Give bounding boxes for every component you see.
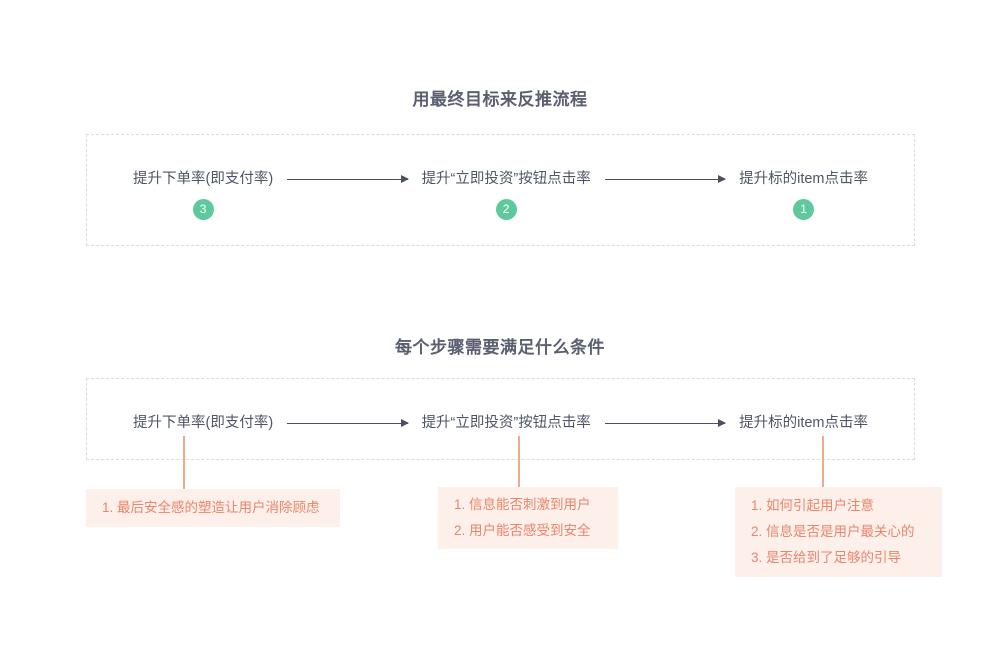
- note-line: 2. 信息是否是用户最关心的: [751, 524, 915, 539]
- flow-node-label: 提升标的item点击率: [739, 171, 869, 187]
- drop-line-1: [183, 436, 185, 490]
- flow-node-label: 提升“立即投资”按钮点击率: [421, 415, 591, 431]
- drop-line-3: [822, 436, 824, 490]
- arrow-line: [604, 422, 726, 424]
- section-title-2: 每个步骤需要满足什么条件: [395, 338, 605, 357]
- drop-line-2: [518, 436, 520, 490]
- flow-node-label: 提升下单率(即支付率): [133, 171, 274, 187]
- flow-node-label: 提升下单率(即支付率): [133, 415, 274, 431]
- condition-note-3: 1. 如何引起用户注意 2. 信息是否是用户最关心的 3. 是否给到了足够的引导: [735, 487, 942, 577]
- step-badge: 1: [793, 199, 815, 220]
- condition-note-2: 1. 信息能否刺激到用户 2. 用户能否感受到安全: [438, 487, 618, 549]
- flow-row-1: 提升下单率(即支付率) 3 提升“立即投资”按钮点击率 2 提升标的item点击…: [87, 169, 914, 220]
- flow-container-2: 提升下单率(即支付率) 提升“立即投资”按钮点击率 提升标的item点击率: [86, 378, 915, 460]
- step-badge: 2: [495, 199, 517, 220]
- note-line: 1. 如何引起用户注意: [751, 498, 875, 513]
- flow-node-2-3[interactable]: 提升标的item点击率: [739, 413, 868, 433]
- flow-node-2-2[interactable]: 提升“立即投资”按钮点击率: [422, 413, 591, 433]
- arrow-connector-1-1: [287, 169, 409, 189]
- section-title-1: 用最终目标来反推流程: [412, 90, 588, 109]
- note-line: 2. 用户能否感受到安全: [454, 523, 591, 538]
- note-line: 3. 是否给到了足够的引导: [751, 550, 902, 565]
- step-badge: 3: [192, 199, 214, 220]
- arrow-line: [287, 178, 408, 180]
- flow-node-2-1[interactable]: 提升下单率(即支付率): [133, 413, 273, 433]
- flow-container-1: 提升下单率(即支付率) 3 提升“立即投资”按钮点击率 2 提升标的item点击…: [86, 134, 915, 246]
- arrow-connector-2-2: [604, 413, 727, 433]
- flow-node-1-1[interactable]: 提升下单率(即支付率) 3: [133, 169, 273, 220]
- note-line: 1. 信息能否刺激到用户: [454, 497, 591, 512]
- flow-node-1-2[interactable]: 提升“立即投资”按钮点击率 2: [422, 169, 591, 220]
- flow-node-label: 提升“立即投资”按钮点击率: [421, 171, 591, 187]
- arrow-head-icon: [400, 419, 409, 427]
- condition-note-1: 1. 最后安全感的塑造让用户消除顾虑: [86, 489, 340, 527]
- flow-row-2: 提升下单率(即支付率) 提升“立即投资”按钮点击率 提升标的item点击率: [87, 413, 914, 433]
- note-line: 1. 最后安全感的塑造让用户消除顾虑: [102, 500, 320, 515]
- flow-node-label: 提升标的item点击率: [739, 415, 869, 431]
- arrow-connector-2-1: [287, 413, 409, 433]
- arrow-line: [604, 178, 726, 180]
- arrow-head-icon: [718, 419, 727, 427]
- arrow-line: [287, 422, 408, 424]
- arrow-head-icon: [400, 175, 409, 183]
- arrow-connector-1-2: [604, 169, 727, 189]
- arrow-head-icon: [718, 175, 727, 183]
- flow-node-1-3[interactable]: 提升标的item点击率 1: [739, 169, 868, 220]
